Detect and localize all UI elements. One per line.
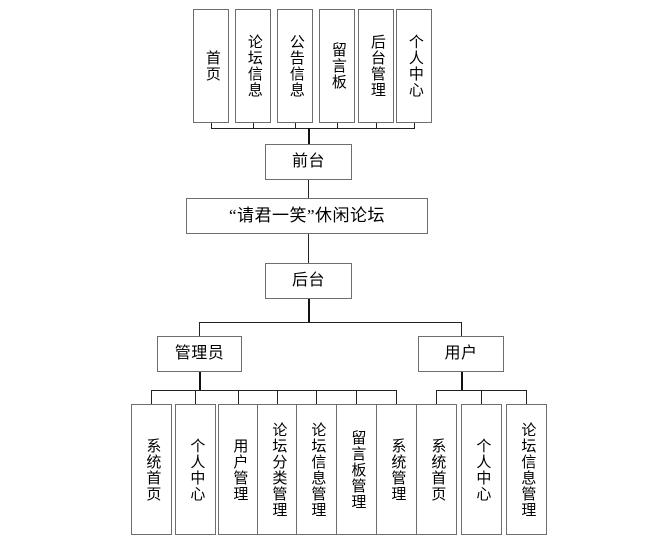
connector-frontend-stub-1 (211, 123, 212, 129)
connector-frontend-stub-2 (253, 123, 254, 129)
connector-admin-bus (151, 390, 396, 391)
node-label: 管理员 (174, 345, 225, 363)
connector-root-to-backend (308, 234, 309, 263)
root-node[interactable]: “请君一笑”休闲论坛 (186, 198, 428, 234)
node-label: 留言板 (329, 42, 346, 90)
connector-admin-child-stub-2 (195, 390, 196, 404)
frontend-child-node-3[interactable]: 公告信息 (277, 9, 313, 123)
user-child-node-2[interactable]: 个人中心 (461, 404, 502, 535)
connector-user-child-stub-1 (436, 390, 437, 404)
connector-frontend-stub-5 (376, 123, 377, 129)
user-child-node-1[interactable]: 系统首页 (416, 404, 457, 535)
connector-frontend-trunk (308, 128, 310, 145)
user-child-node-3[interactable]: 论坛信息管理 (506, 404, 547, 535)
admin-child-node-7[interactable]: 系统管理 (376, 404, 417, 535)
connector-backend-trunk (308, 299, 310, 322)
connector-frontend-stub-3 (295, 123, 296, 129)
connector-admin-child-stub-4 (277, 390, 278, 404)
node-label: 系统管理 (389, 437, 406, 502)
node-label: 个人中心 (474, 437, 491, 502)
admin-child-node-3[interactable]: 用户管理 (218, 404, 259, 535)
admin-child-node-4[interactable]: 论坛分类管理 (257, 404, 298, 535)
connector-admin-child-stub-6 (356, 390, 357, 404)
node-label: 首页 (203, 50, 220, 82)
node-label: 个人中心 (188, 437, 205, 502)
connector-role-stub-admin (199, 322, 200, 337)
admin-child-node-1[interactable]: 系统首页 (131, 404, 172, 535)
frontend-child-node-2[interactable]: 论坛信息 (235, 9, 271, 123)
frontend-child-node-4[interactable]: 留言板 (319, 9, 355, 123)
node-label: 留言板管理 (349, 429, 366, 510)
connector-admin-child-stub-3 (238, 390, 239, 404)
connector-admin-trunk (199, 372, 201, 390)
role-node-admin[interactable]: 管理员 (157, 336, 242, 372)
node-label: 论坛信息管理 (519, 421, 536, 518)
node-label: 公告信息 (287, 34, 304, 98)
root-node-label: “请君一笑”休闲论坛 (228, 206, 386, 226)
admin-child-node-2[interactable]: 个人中心 (175, 404, 216, 535)
frontend-node[interactable]: 前台 (265, 144, 352, 180)
connector-admin-child-stub-5 (316, 390, 317, 404)
admin-child-node-5[interactable]: 论坛信息管理 (296, 404, 337, 535)
connector-frontend-to-root (308, 180, 309, 198)
connector-admin-child-stub-1 (151, 390, 152, 404)
node-label: 论坛信息管理 (309, 421, 326, 518)
connector-user-child-stub-3 (526, 390, 527, 404)
connector-frontend-stub-4 (337, 123, 338, 129)
frontend-child-node-6[interactable]: 个人中心 (396, 9, 432, 123)
node-label: 论坛分类管理 (270, 421, 287, 518)
connector-admin-child-stub-7 (396, 390, 397, 404)
frontend-child-node-1[interactable]: 首页 (193, 9, 229, 123)
node-label: 后台管理 (368, 34, 385, 98)
connector-frontend-bus (211, 128, 415, 129)
frontend-child-node-5[interactable]: 后台管理 (358, 9, 394, 123)
role-node-user[interactable]: 用户 (418, 336, 504, 372)
node-label: 用户 (444, 345, 478, 363)
connector-role-stub-user (461, 322, 462, 337)
connector-role-bus (199, 322, 462, 323)
node-label: 系统首页 (429, 437, 446, 502)
node-label: 个人中心 (406, 34, 423, 98)
node-label: 前台 (291, 153, 325, 171)
node-label: 系统首页 (144, 437, 161, 502)
admin-child-node-6[interactable]: 留言板管理 (336, 404, 377, 535)
node-label: 论坛信息 (245, 34, 262, 98)
connector-user-child-stub-2 (481, 390, 482, 404)
node-label: 用户管理 (231, 437, 248, 502)
connector-frontend-stub-6 (414, 123, 415, 129)
connector-user-trunk (461, 372, 463, 390)
node-label: 后台 (291, 272, 325, 290)
backend-node[interactable]: 后台 (265, 263, 352, 299)
